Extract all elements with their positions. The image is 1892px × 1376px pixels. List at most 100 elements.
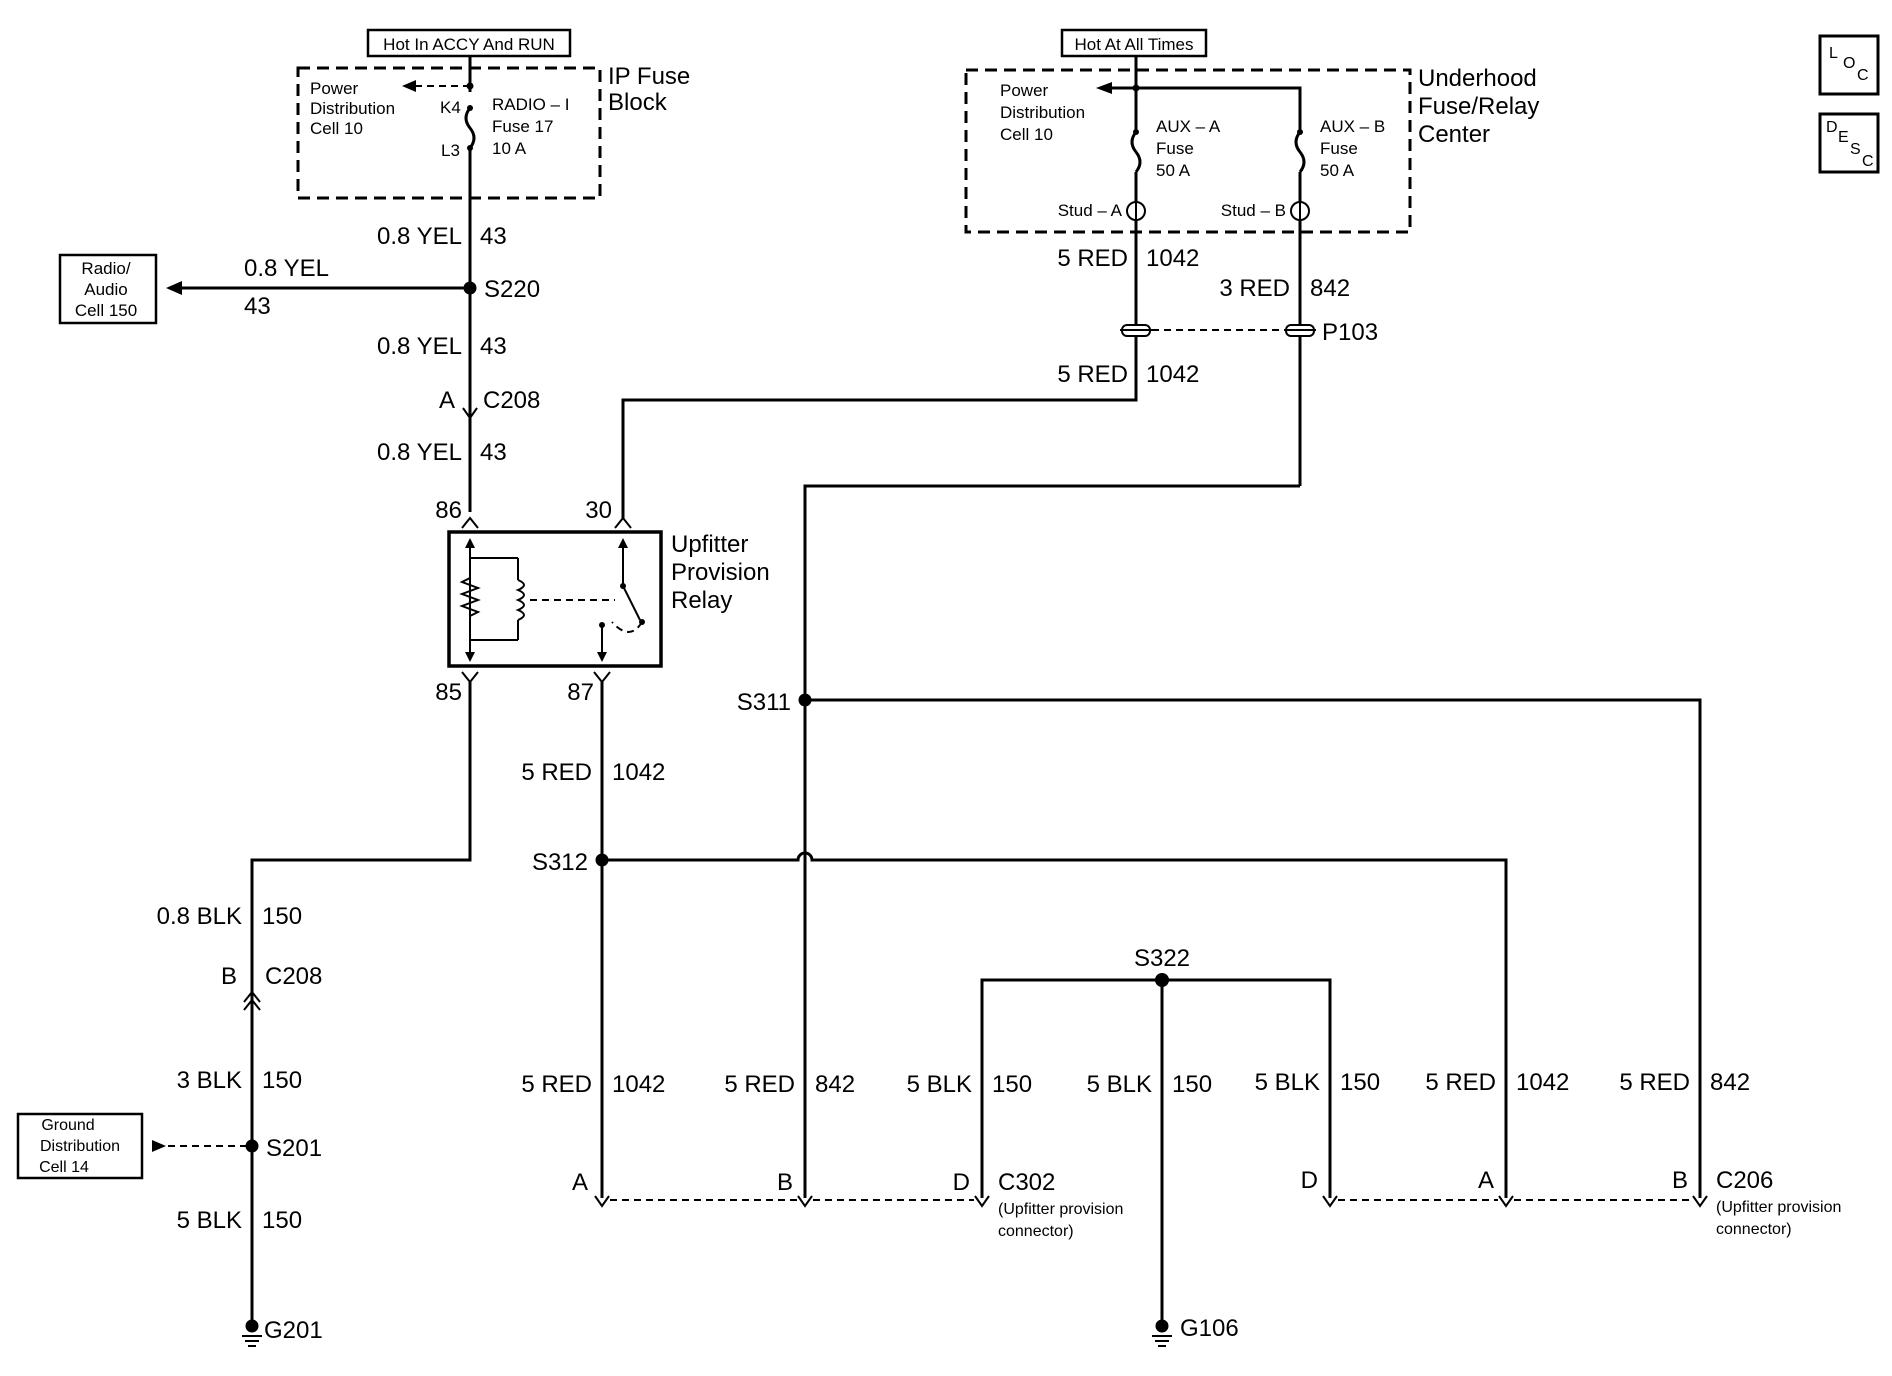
wire-label-blk-3: 3 BLK [177,1067,242,1094]
wire-label-red-842-a: 3 RED [1219,275,1290,302]
radio-text-1: Radio/ [81,259,130,278]
ip-fuse-block: IP Fuse Block Power Distribution Cell 10… [296,56,690,200]
c208-label-bottom: C208 [265,963,322,990]
wire-label-blk-08: 0.8 BLK [157,903,242,930]
c302-pin-a: A [572,1169,588,1196]
hot-all-times-text: Hot At All Times [1074,35,1193,54]
relay-pin-86: 86 [435,497,462,524]
wire-circuit-1042-c302: 1042 [612,1071,665,1098]
ground-distribution-box: Ground Distribution Cell 14 [16,1112,144,1180]
splice-s311-label: S311 [737,689,791,716]
wire-circuit-1042-b: 1042 [1146,361,1199,388]
stud-b-label: Stud – B [1221,201,1286,220]
fuse-radio-rating: 10 A [492,139,527,158]
g201-label: G201 [264,1317,323,1344]
desc-letter-1: D [1826,119,1838,136]
underhood-title-2: Fuse/Relay [1418,93,1539,120]
connector-c208-a: A C208 [439,387,540,420]
aux-b-name: AUX – B [1320,117,1385,136]
splice-s312-label: S312 [532,849,588,876]
wire-circuit-842-c206: 842 [1710,1069,1750,1096]
underhood-title-3: Center [1418,121,1490,148]
connector-c206: D A B C206 (Upfitter provision connector… [1301,1167,1842,1238]
relay-pin-30: 30 [585,497,612,524]
pass-through-p103: P103 [1120,319,1378,346]
radio-text-2: Audio [84,280,127,299]
c208-pin-b: B [221,963,237,990]
c206-pin-b: B [1672,1167,1688,1194]
connector-c302: A B D C302 (Upfitter provision connector… [572,1169,1123,1240]
radio-audio-box: Radio/ Audio Cell 150 [58,253,158,325]
ground-dist-arrow-icon [152,1140,166,1152]
wire-circuit-150-c: 150 [262,1207,302,1234]
connector-c208-b: B C208 [221,963,322,1011]
wire-label-yel-3: 0.8 YEL [377,439,462,466]
wire-label-red-c206-b: 5 RED [1619,1069,1690,1096]
ip-power-text-3: Cell 10 [310,119,363,138]
p103-label: P103 [1322,319,1378,346]
wire-circuit-1042-87: 1042 [612,759,665,786]
wire-circuit-43-1: 43 [480,223,507,250]
c302-label: C302 [998,1169,1055,1196]
wire-circuit-150-a: 150 [262,903,302,930]
aux-a-rating: 50 A [1156,161,1191,180]
c302-desc-2: connector) [998,1223,1074,1240]
ip-fuse-title-1: IP Fuse [608,63,690,90]
wire-circuit-43-radio: 43 [244,293,271,320]
uh-power-text-1: Power [1000,81,1049,100]
underhood-title-1: Underhood [1418,65,1537,92]
fuse-radio-name: RADIO – I [492,95,569,114]
wire-label-yel-1: 0.8 YEL [377,223,462,250]
wire-circuit-43-3: 43 [480,439,507,466]
wire-circuit-150-c206: 150 [1340,1069,1380,1096]
fuse-icon [464,107,476,149]
aux-a-fuse-icon [1130,131,1142,173]
loc-button[interactable]: L O C [1818,34,1880,96]
fuse-radio-number: Fuse 17 [492,117,553,136]
uh-power-arrow-icon [1096,82,1112,94]
wire-circuit-150-c302: 150 [992,1071,1032,1098]
relay-name-2: Provision [671,559,770,586]
ground-dist-text-2: Distribution [40,1138,120,1155]
resistor-icon [459,577,481,617]
g106-label: G106 [1180,1315,1239,1342]
wire-label-red-c302-a: 5 RED [521,1071,592,1098]
loc-letter-3: C [1857,67,1869,84]
aux-a-fuse-text: Fuse [1156,139,1194,158]
uh-power-text-2: Distribution [1000,103,1085,122]
relay-pin-85: 85 [435,679,462,706]
relay-name-1: Upfitter [671,531,748,558]
desc-letter-4: C [1862,153,1874,170]
c302-pin-b: B [777,1169,793,1196]
aux-a-name: AUX – A [1156,117,1221,136]
desc-letter-3: S [1850,141,1861,158]
loc-letter-1: L [1829,45,1838,62]
ground-g201: G201 [242,1317,323,1347]
wire-label-blk-c206-d: 5 BLK [1255,1069,1320,1096]
c206-pin-a: A [1478,1167,1494,1194]
splice-s322-label: S322 [1134,945,1190,972]
ip-power-text-1: Power [310,79,359,98]
desc-letter-2: E [1838,129,1849,146]
pin-l3: L3 [441,141,460,160]
upfitter-provision-relay: 86 30 Upfitter Provision Relay 85 87 [435,497,769,706]
ip-fuse-title-2: Block [608,89,668,116]
radio-arrow-icon [166,281,182,295]
wire-label-red-1042-b: 5 RED [1057,361,1128,388]
wire-circuit-43-2: 43 [480,333,507,360]
pin-k4: K4 [440,98,461,117]
wire-circuit-150-b: 150 [262,1067,302,1094]
c206-label: C206 [1716,1167,1773,1194]
c206-pin-d: D [1301,1167,1318,1194]
c302-pin-d: D [953,1169,970,1196]
wire-label-blk-5-left: 5 BLK [177,1207,242,1234]
c206-desc-2: connector) [1716,1221,1792,1238]
coil-icon [515,579,525,621]
c302-desc-1: (Upfitter provision [998,1201,1123,1218]
stud-a-label: Stud – A [1058,201,1123,220]
aux-b-rating: 50 A [1320,161,1355,180]
relay-name-3: Relay [671,587,732,614]
wire-circuit-150-g106: 150 [1172,1071,1212,1098]
desc-button[interactable]: D E S C [1818,112,1880,174]
